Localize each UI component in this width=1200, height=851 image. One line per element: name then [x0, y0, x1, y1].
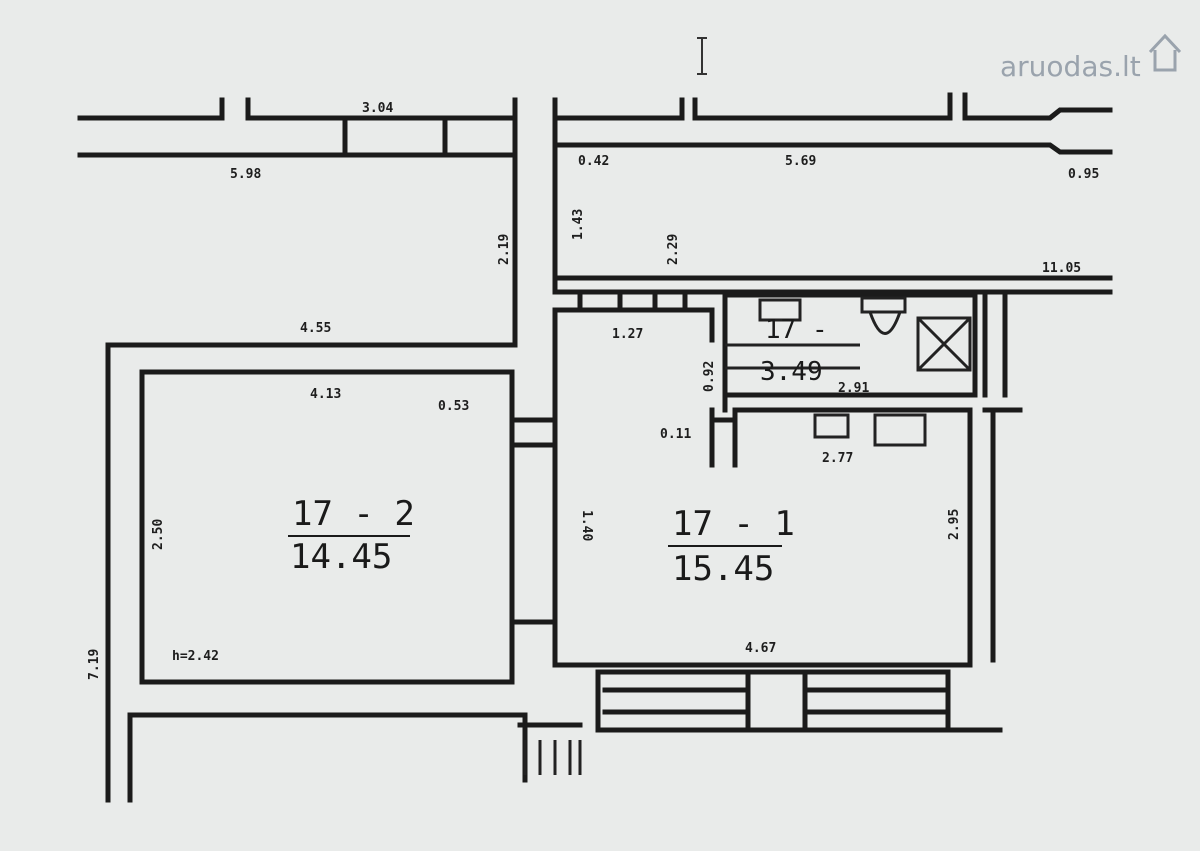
room-number: 17 - 1: [672, 504, 795, 544]
dim-label: 3.04: [362, 101, 393, 116]
ventilation-shaft: [916, 316, 972, 372]
dim-label: 0.95: [1068, 167, 1099, 182]
dim-label: 0.42: [578, 154, 609, 169]
room-17-2: [139, 369, 558, 685]
watermark-text: aruodas.lt: [1000, 50, 1141, 83]
stove: [813, 413, 850, 439]
dim-label: 0.11: [660, 427, 691, 442]
dim-label: 1.43: [571, 209, 586, 240]
dim-label: 4.67: [745, 641, 776, 656]
room-area: 14.45: [290, 537, 392, 577]
dim-label: 2.19: [497, 234, 512, 265]
dim-label: 5.98: [230, 167, 261, 182]
dim-label: 1.27: [612, 327, 643, 342]
dim-label: 11.05: [1042, 261, 1081, 276]
dim-label: 2.29: [666, 234, 681, 265]
room-labels: 17 - 2 14.45 17 - 1 15.45 17 - 3.49: [288, 315, 828, 589]
dim-label: 2.50: [151, 519, 166, 550]
dim-label: 0.92: [702, 361, 717, 392]
room-area: 3.49: [760, 357, 823, 387]
room-area: 15.45: [672, 549, 774, 589]
dim-label: h=2.42: [172, 649, 219, 664]
room-17-1: [552, 307, 973, 668]
dim-label: 2.95: [947, 509, 962, 540]
dim-label: 5.69: [785, 154, 816, 169]
text-cursor-icon: [697, 37, 707, 75]
dim-label: 1.40: [579, 510, 594, 541]
dim-label: 0.53: [438, 399, 469, 414]
toilet: [860, 296, 907, 335]
dimension-labels: 3.04 5.98 0.42 5.69 0.95 1.43 2.19 2.29 …: [87, 101, 1099, 680]
dim-label: 2.77: [822, 451, 853, 466]
dim-label: 7.19: [87, 649, 102, 680]
sink: [758, 298, 802, 322]
dim-label: 4.13: [310, 387, 341, 402]
house-icon: [1148, 33, 1182, 72]
watermark: aruodas.lt: [1000, 33, 1182, 83]
room-number: 17 -: [765, 315, 828, 345]
room-17-3: [722, 292, 978, 447]
room-number: 17 - 2: [292, 494, 415, 534]
kitchen-sink: [873, 413, 927, 447]
dim-label: 2.91: [838, 381, 869, 396]
dim-label: 4.55: [300, 321, 331, 336]
outer-walls: [77, 92, 1113, 803]
